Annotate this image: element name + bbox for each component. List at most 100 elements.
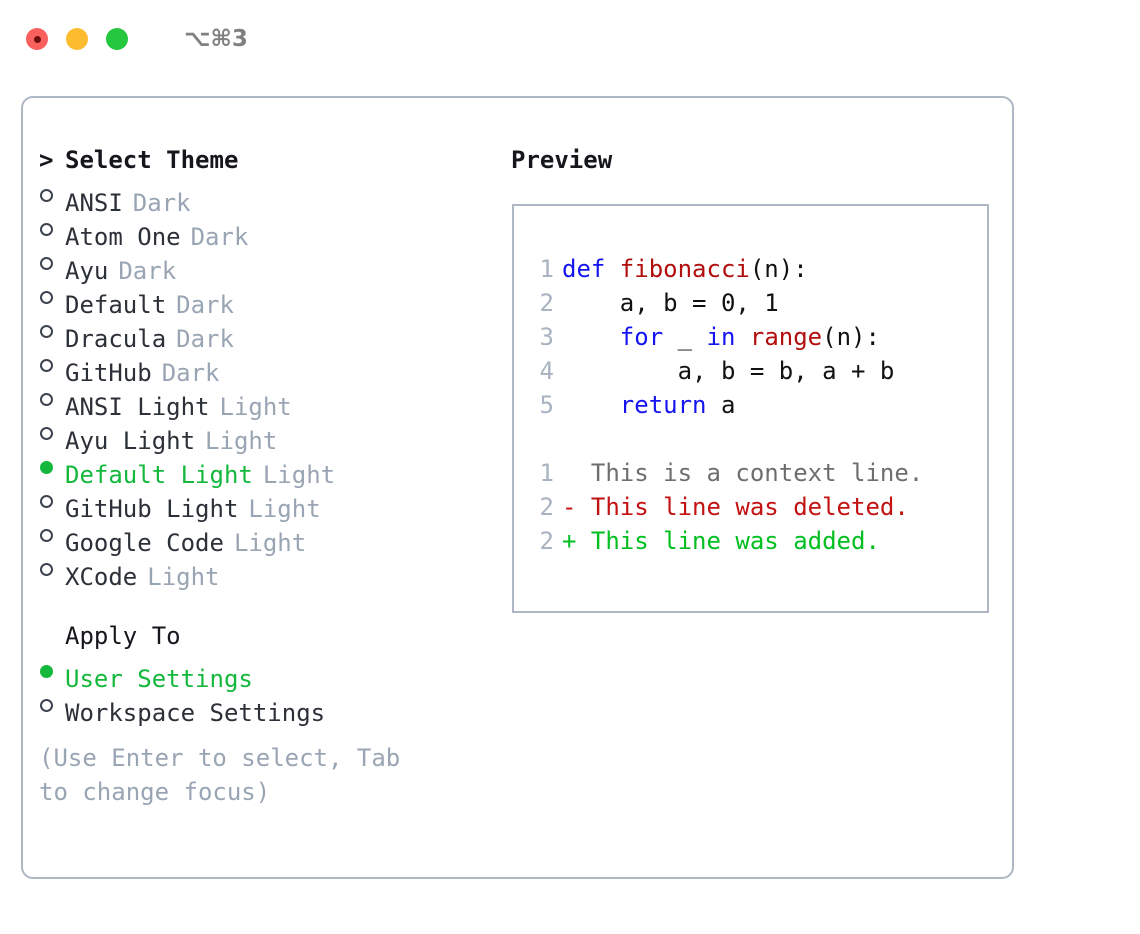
code-diff-separator <box>528 422 987 456</box>
code-line: 2 a, b = 0, 1 <box>528 286 987 320</box>
diff-line-number: 1 <box>539 459 554 487</box>
close-window-button[interactable] <box>26 28 48 50</box>
radio-unselected-icon[interactable] <box>39 279 65 313</box>
preview-title-label: Preview <box>511 146 613 174</box>
apply-to-item[interactable]: Workspace Settings <box>39 687 503 727</box>
theme-item-category: Dark <box>118 257 177 285</box>
theme-item-category: Dark <box>161 359 220 387</box>
theme-item-label: Ayu Light <box>65 427 196 455</box>
code-token: fibonacci <box>619 255 750 283</box>
theme-list-item[interactable]: GitHub Light Light <box>39 483 503 523</box>
theme-list-item[interactable]: Ayu Dark <box>39 245 503 285</box>
code-token: def <box>562 255 620 283</box>
radio-unselected-icon[interactable] <box>39 517 65 551</box>
radio-unselected-icon[interactable] <box>39 245 65 279</box>
radio-unselected-icon[interactable] <box>39 381 65 415</box>
theme-list-item[interactable]: XCode Light <box>39 551 503 591</box>
apply-to-item[interactable]: User Settings <box>39 653 503 693</box>
theme-list-item[interactable]: GitHub Dark <box>39 347 503 387</box>
radio-unselected-icon[interactable] <box>39 347 65 381</box>
code-line-number: 2 <box>539 289 554 317</box>
diff-line-number: 2 <box>539 493 554 521</box>
title-bar: ⌥⌘3 <box>0 0 1140 78</box>
code-token: for <box>619 323 664 351</box>
radio-unselected-icon[interactable] <box>39 177 65 211</box>
theme-item-category: Light <box>233 529 307 557</box>
theme-item-category: Light <box>248 495 321 523</box>
code-token: _ <box>663 323 707 351</box>
diff-line: 2+ This line was added. <box>528 524 987 558</box>
theme-list-item[interactable]: Ayu Light Light <box>39 415 503 455</box>
theme-item-label: Ayu <box>65 257 109 285</box>
radio-unselected-icon[interactable] <box>39 313 65 347</box>
theme-list-item[interactable]: Default Light Light <box>39 449 503 489</box>
diff-marker <box>562 459 591 487</box>
code-token <box>562 391 620 419</box>
theme-item-category: Light <box>262 461 336 489</box>
diff-line-text: This is a context line. <box>590 459 924 487</box>
theme-item-label: Dracula <box>65 325 167 353</box>
theme-item-label: Default Light <box>65 461 253 489</box>
radio-selected-icon[interactable] <box>39 653 65 687</box>
code-token: a <box>706 391 736 419</box>
select-theme-header-label: Select Theme <box>65 146 239 174</box>
radio-unselected-icon[interactable] <box>39 551 65 585</box>
code-line-number: 1 <box>539 255 554 283</box>
keyboard-hint-text: (Use Enter to select, Tab to change focu… <box>39 744 401 806</box>
zoom-window-button[interactable] <box>106 28 128 50</box>
theme-item-category: Light <box>147 563 220 591</box>
apply-to-header-label: Apply To <box>65 622 181 650</box>
apply-to-item-label: User Settings <box>65 665 253 693</box>
caret-icon: > <box>39 146 54 174</box>
theme-item-label: Default <box>65 291 167 319</box>
code-token: (n): <box>749 255 808 283</box>
theme-item-label: GitHub <box>65 359 152 387</box>
radio-unselected-icon[interactable] <box>39 687 65 721</box>
apply-to-header: Apply To <box>39 619 503 653</box>
traffic-lights <box>26 28 128 50</box>
code-line: 3 for _ in range(n): <box>528 320 987 354</box>
theme-item-label: XCode <box>65 563 138 591</box>
select-theme-header: > Select Theme <box>39 143 503 177</box>
theme-item-label: ANSI <box>65 189 123 217</box>
radio-selected-icon[interactable] <box>39 449 65 483</box>
diff-marker: - <box>562 493 591 521</box>
code-line: 5 return a <box>528 388 987 422</box>
theme-list-item[interactable]: ANSI Light Light <box>39 381 503 421</box>
code-token: a, b = 0, 1 <box>562 289 779 317</box>
apply-to-item-label: Workspace Settings <box>65 699 326 727</box>
radio-unselected-icon[interactable] <box>39 483 65 517</box>
theme-item-category: Light <box>205 427 278 455</box>
code-line-number: 5 <box>539 391 554 419</box>
theme-item-label: ANSI Light <box>65 393 210 421</box>
code-token: return <box>619 391 707 419</box>
radio-unselected-icon[interactable] <box>39 415 65 449</box>
minimize-window-button[interactable] <box>66 28 88 50</box>
code-line-number: 3 <box>539 323 554 351</box>
theme-item-category: Light <box>219 393 292 421</box>
diff-line-text: This line was deleted. <box>590 493 909 521</box>
diff-line: 1 This is a context line. <box>528 456 987 490</box>
diff-marker: + <box>562 527 591 555</box>
code-line-number: 4 <box>539 357 554 385</box>
radio-unselected-icon[interactable] <box>39 211 65 245</box>
code-token <box>735 323 749 351</box>
code-line: 4 a, b = b, a + b <box>528 354 987 388</box>
diff-line: 2- This line was deleted. <box>528 490 987 524</box>
theme-item-label: GitHub Light <box>65 495 239 523</box>
code-line: 1 def fibonacci(n): <box>528 252 987 286</box>
diff-line-number: 2 <box>539 527 554 555</box>
